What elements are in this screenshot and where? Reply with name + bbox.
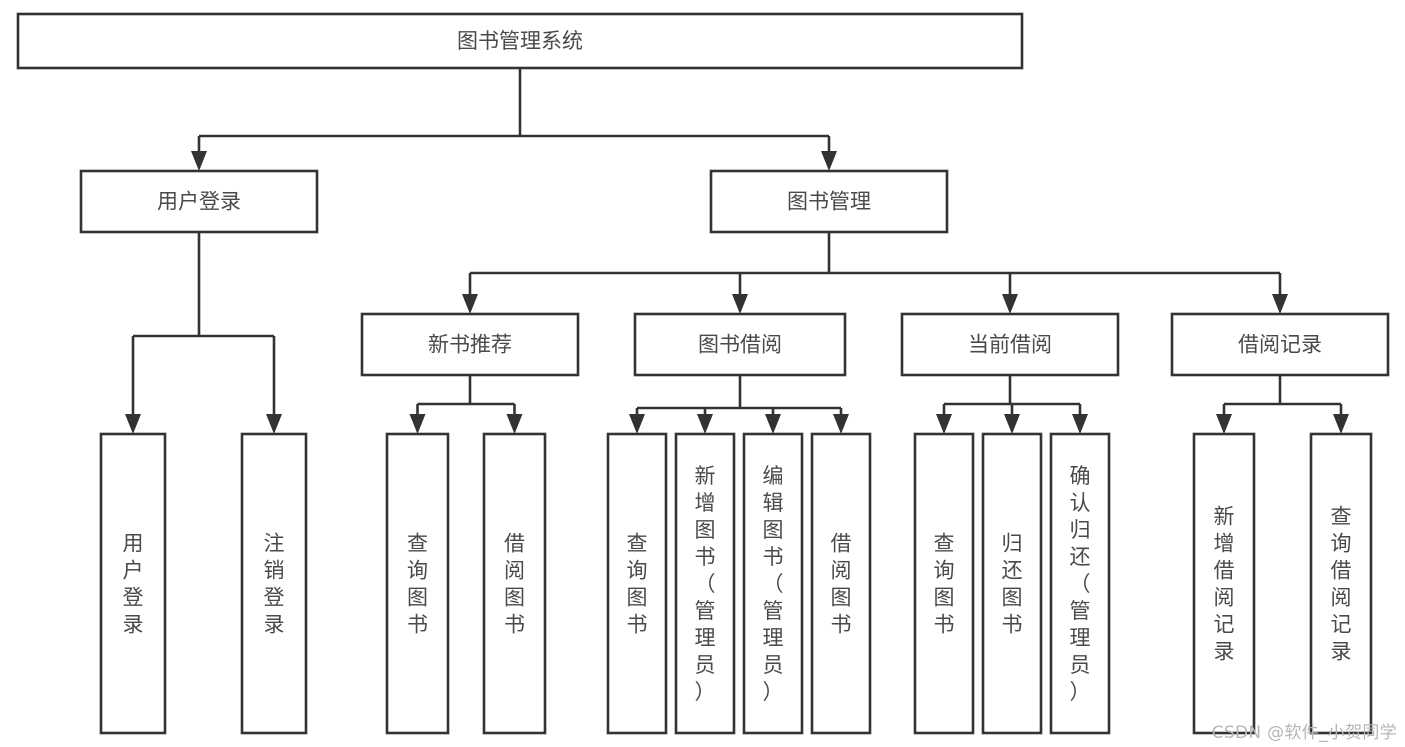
node-label-book-borrow: 图书借阅 bbox=[698, 333, 782, 357]
node-label-leaf-return-book: 归还图书 bbox=[1002, 532, 1023, 637]
node-book-borrow[interactable]: 图书借阅 bbox=[633, 312, 847, 377]
node-box-leaf-borrow-book-rec[interactable] bbox=[482, 432, 547, 735]
arrow-head-icon-leaf-query-borrow-record bbox=[1333, 414, 1349, 434]
arrow-head-icon-current-borrow bbox=[1002, 294, 1018, 314]
node-label-leaf-user-login: 用户登录 bbox=[123, 532, 144, 637]
arrow-head-icon-leaf-confirm-return bbox=[1072, 414, 1088, 434]
node-label-leaf-borrow-book-rec: 借阅图书 bbox=[504, 532, 525, 637]
node-box-new-book-recommend[interactable] bbox=[360, 312, 580, 377]
node-leaf-query-book-rec[interactable]: 查询图书 bbox=[385, 432, 450, 735]
node-label-user-login: 用户登录 bbox=[157, 190, 241, 214]
arrow-head-icon-book-borrow bbox=[732, 294, 748, 314]
node-leaf-borrow-book-rec[interactable]: 借阅图书 bbox=[482, 432, 547, 735]
arrow-head-icon-borrow-record bbox=[1272, 294, 1288, 314]
node-root[interactable]: 图书管理系统 bbox=[16, 12, 1024, 70]
node-label-book-manage: 图书管理 bbox=[787, 190, 871, 214]
node-box-leaf-edit-book[interactable] bbox=[742, 432, 804, 735]
node-borrow-record[interactable]: 借阅记录 bbox=[1170, 312, 1390, 377]
node-label-leaf-borrow-book: 借阅图书 bbox=[831, 532, 852, 637]
node-label-leaf-query-book-current: 查询图书 bbox=[934, 532, 955, 637]
node-label-current-borrow: 当前借阅 bbox=[968, 333, 1052, 357]
node-user-login[interactable]: 用户登录 bbox=[79, 169, 319, 234]
node-box-leaf-user-login[interactable] bbox=[99, 432, 167, 735]
node-leaf-borrow-book[interactable]: 借阅图书 bbox=[810, 432, 872, 735]
csdn-watermark: CSDN @软件_小贺同学 bbox=[1211, 723, 1397, 743]
node-leaf-edit-book[interactable]: 编辑图书（管理员） bbox=[742, 432, 804, 735]
node-box-leaf-return-book[interactable] bbox=[981, 432, 1043, 735]
node-box-current-borrow[interactable] bbox=[900, 312, 1120, 377]
arrow-head-icon-leaf-query-book-rec bbox=[409, 414, 426, 434]
node-label-new-book-recommend: 新书推荐 bbox=[428, 333, 512, 357]
node-leaf-query-borrow-record[interactable]: 查询借阅记录 bbox=[1309, 432, 1373, 735]
arrow-head-icon-leaf-query-book-borrow bbox=[629, 414, 645, 434]
node-label-borrow-record: 借阅记录 bbox=[1238, 333, 1322, 357]
arrow-head-icon-leaf-add-book bbox=[697, 414, 713, 434]
node-box-leaf-add-book[interactable] bbox=[674, 432, 736, 735]
arrow-head-icon-leaf-add-borrow-record bbox=[1216, 414, 1232, 434]
node-leaf-query-book-borrow[interactable]: 查询图书 bbox=[606, 432, 668, 735]
node-box-leaf-query-book-current[interactable] bbox=[913, 432, 975, 735]
arrow-head-icon-leaf-borrow-book-rec bbox=[506, 414, 523, 434]
node-leaf-query-book-current[interactable]: 查询图书 bbox=[913, 432, 975, 735]
node-box-leaf-query-book-rec[interactable] bbox=[385, 432, 450, 735]
arrow-head-icon-new-book-recommend bbox=[462, 294, 478, 314]
node-layer: 图书管理系统用户登录图书管理新书推荐图书借阅当前借阅借阅记录用户登录注销登录查询… bbox=[16, 12, 1390, 735]
node-box-leaf-confirm-return[interactable] bbox=[1049, 432, 1111, 735]
node-label-leaf-query-book-rec: 查询图书 bbox=[407, 532, 428, 637]
node-box-book-borrow[interactable] bbox=[633, 312, 847, 377]
node-label-leaf-add-borrow-record: 新增借阅记录 bbox=[1214, 505, 1235, 664]
node-leaf-user-login[interactable]: 用户登录 bbox=[99, 432, 167, 735]
node-new-book-recommend[interactable]: 新书推荐 bbox=[360, 312, 580, 377]
node-label-root: 图书管理系统 bbox=[457, 29, 583, 53]
node-label-leaf-query-book-borrow: 查询图书 bbox=[627, 532, 648, 637]
arrow-head-icon-user-login bbox=[191, 151, 207, 171]
arrow-head-icon-leaf-user-logout bbox=[266, 414, 282, 434]
node-current-borrow[interactable]: 当前借阅 bbox=[900, 312, 1120, 377]
node-leaf-confirm-return[interactable]: 确认归还（管理员） bbox=[1049, 432, 1111, 735]
arrow-head-icon-leaf-edit-book bbox=[765, 414, 781, 434]
node-label-leaf-query-borrow-record: 查询借阅记录 bbox=[1331, 505, 1352, 664]
node-leaf-add-borrow-record[interactable]: 新增借阅记录 bbox=[1192, 432, 1256, 735]
node-box-book-manage[interactable] bbox=[709, 169, 949, 234]
node-box-leaf-user-logout[interactable] bbox=[240, 432, 308, 735]
node-box-root[interactable] bbox=[16, 12, 1024, 70]
node-label-leaf-add-book: 新增图书（管理员） bbox=[695, 464, 716, 704]
node-label-leaf-confirm-return: 确认归还（管理员） bbox=[1070, 464, 1091, 704]
arrow-head-icon-leaf-query-book-current bbox=[936, 414, 952, 434]
node-leaf-return-book[interactable]: 归还图书 bbox=[981, 432, 1043, 735]
node-label-leaf-edit-book: 编辑图书（管理员） bbox=[763, 464, 784, 704]
connector-layer bbox=[125, 68, 1349, 434]
node-box-leaf-query-book-borrow[interactable] bbox=[606, 432, 668, 735]
arrow-head-icon-book-manage bbox=[821, 151, 837, 171]
node-box-borrow-record[interactable] bbox=[1170, 312, 1390, 377]
node-box-leaf-add-borrow-record[interactable] bbox=[1192, 432, 1256, 735]
node-box-user-login[interactable] bbox=[79, 169, 319, 234]
node-box-leaf-borrow-book[interactable] bbox=[810, 432, 872, 735]
node-box-leaf-query-borrow-record[interactable] bbox=[1309, 432, 1373, 735]
arrow-head-icon-leaf-user-login bbox=[125, 414, 141, 434]
arrow-head-icon-leaf-return-book bbox=[1004, 414, 1020, 434]
node-label-leaf-user-logout: 注销登录 bbox=[264, 532, 285, 637]
node-leaf-user-logout[interactable]: 注销登录 bbox=[240, 432, 308, 735]
arrow-head-icon-leaf-borrow-book bbox=[833, 414, 849, 434]
node-leaf-add-book[interactable]: 新增图书（管理员） bbox=[674, 432, 736, 735]
node-book-manage[interactable]: 图书管理 bbox=[709, 169, 949, 234]
